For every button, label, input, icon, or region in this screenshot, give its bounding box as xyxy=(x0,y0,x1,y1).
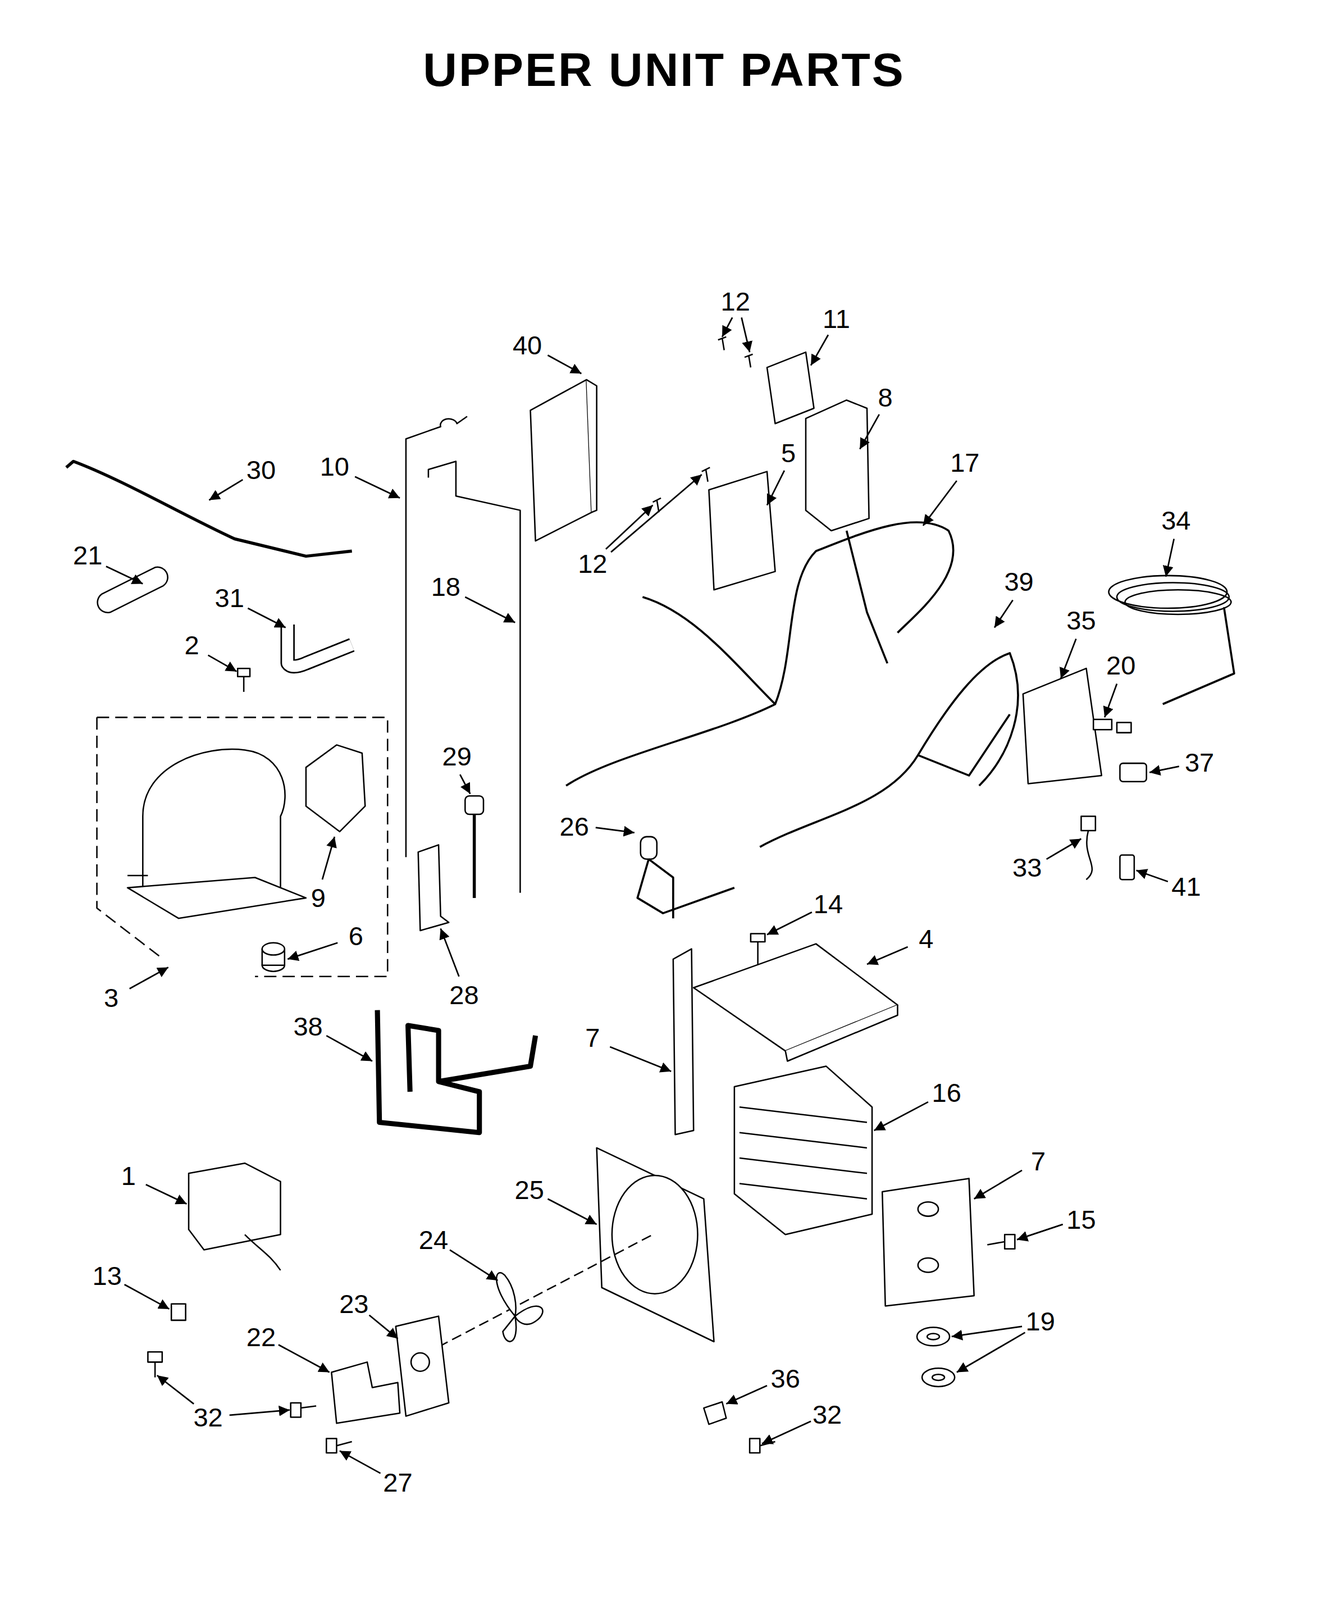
callout-number: 28 xyxy=(449,981,479,1008)
callout-number: 40 xyxy=(512,331,542,358)
callout-number: 13 xyxy=(92,1261,122,1289)
callout-number: 24 xyxy=(418,1225,449,1253)
callout-number: 38 xyxy=(293,1012,323,1040)
callout-number: 22 xyxy=(246,1322,276,1350)
callout-number: 29 xyxy=(442,742,472,769)
callout-number: 20 xyxy=(1106,651,1136,679)
callout-number: 30 xyxy=(246,455,276,483)
callout-number: 37 xyxy=(1184,748,1215,775)
callout-number: 23 xyxy=(339,1290,369,1317)
callout-number: 26 xyxy=(559,813,590,840)
callout-number: 14 xyxy=(813,890,843,917)
callout-number: 12 xyxy=(577,549,608,577)
callout-number: 27 xyxy=(382,1468,413,1496)
callout-number: 36 xyxy=(770,1365,801,1392)
callout-number: 25 xyxy=(514,1175,545,1203)
callout-number: 32 xyxy=(193,1403,223,1431)
callout-number: 6 xyxy=(348,922,364,949)
callout-number: 39 xyxy=(1004,568,1034,595)
callout-number: 7 xyxy=(1030,1147,1046,1175)
callout-number: 19 xyxy=(1025,1307,1056,1335)
callout-number: 8 xyxy=(878,383,893,410)
callout-number: 15 xyxy=(1066,1205,1096,1232)
callout-number: 3 xyxy=(103,984,119,1011)
callout-number: 34 xyxy=(1161,507,1191,534)
callout-number: 12 xyxy=(720,287,751,314)
callout-number: 2 xyxy=(184,631,199,658)
callout-number: 21 xyxy=(72,541,103,569)
callout-number: 7 xyxy=(585,1024,600,1051)
callout-number: 35 xyxy=(1066,607,1096,634)
callout-number: 4 xyxy=(918,925,934,952)
callout-number: 1 xyxy=(121,1161,136,1189)
callout-number: 9 xyxy=(311,884,326,911)
callout-number: 10 xyxy=(320,453,350,480)
callout-number: 31 xyxy=(215,584,245,611)
callout-number: 17 xyxy=(950,448,980,476)
diagram-title: UPPER UNIT PARTS xyxy=(422,42,906,97)
callout-number: 33 xyxy=(1012,853,1042,880)
callout-number: 11 xyxy=(822,304,851,332)
callout-number: 16 xyxy=(932,1079,962,1106)
callout-number: 32 xyxy=(812,1400,842,1427)
callout-number: 18 xyxy=(431,573,461,600)
callout-number: 41 xyxy=(1171,873,1201,900)
callout-number: 5 xyxy=(781,439,796,467)
